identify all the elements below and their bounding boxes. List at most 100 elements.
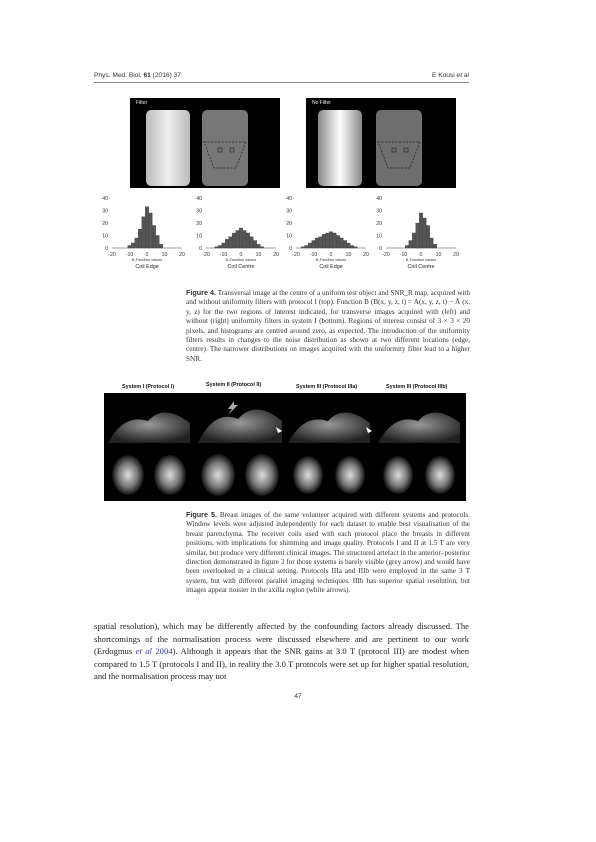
roi-outline: [203, 141, 247, 169]
histogram-bar: [225, 239, 229, 249]
histogram-bar: [336, 235, 340, 249]
panel-label-nofilter: No Filter: [312, 100, 331, 106]
histogram-bar: [214, 246, 219, 249]
histogram-bar: [131, 242, 135, 249]
citation-link[interactable]: et al 2004: [136, 646, 173, 656]
white-arrow-icon: [276, 427, 282, 433]
histogram-bar: [159, 244, 163, 249]
x-axis-label: B-Function values: [406, 258, 436, 262]
histogram-bar: [242, 230, 247, 249]
histogram-bar: [253, 240, 257, 249]
histogram-bar: [256, 244, 261, 249]
y-tick-label: 10: [376, 234, 382, 240]
x-tick-label: -10: [400, 252, 408, 258]
page-number: 47: [294, 693, 302, 700]
y-tick-label: 30: [286, 209, 292, 215]
histogram-bar: [308, 242, 312, 249]
grey-arrow-icon: [228, 401, 238, 415]
histogram-bar: [318, 236, 323, 249]
histogram-bar: [218, 245, 222, 249]
citation-year: 2004: [151, 646, 173, 657]
figure5-image-grid: [104, 393, 466, 501]
histogram-bar: [412, 232, 416, 249]
histogram-bar: [311, 240, 316, 249]
histogram-bar: [315, 237, 319, 249]
y-tick-label: 20: [376, 221, 382, 227]
x-tick-label: 20: [179, 252, 185, 258]
y-tick-label: 10: [286, 234, 292, 240]
panel-label-filter: Filter: [136, 100, 148, 106]
histogram-bar: [145, 206, 149, 249]
histogram-bar: [353, 246, 358, 249]
x-tick-label: 0: [330, 252, 333, 258]
y-tick-label: 40: [196, 196, 202, 202]
phantom-image-filter: [146, 110, 190, 186]
figure5-caption-text: Breast images of the same volunteer acqu…: [186, 511, 471, 567]
running-header-author: E Kousi et al: [432, 72, 469, 79]
histogram-bar: [260, 246, 264, 249]
histogram-bar: [426, 225, 430, 249]
x-tick-label: 20: [363, 252, 369, 258]
x-tick-label: -10: [126, 252, 134, 258]
y-tick-label: 30: [102, 209, 108, 215]
x-tick-label: 0: [420, 252, 423, 258]
snr-map-filter: [202, 110, 248, 186]
histogram-bar: [141, 216, 146, 249]
figure4-caption-text: Transversal image at the centre of a uni…: [186, 289, 470, 363]
histogram-title: Coil Edge: [135, 264, 158, 270]
x-tick-label: -20: [108, 252, 116, 258]
body-text-part1: spatial resolution), which may be differ…: [94, 621, 469, 657]
phantom-image-nofilter: [318, 110, 362, 186]
histogram-bar: [246, 232, 250, 249]
histogram-bar: [249, 236, 254, 249]
author-etal: et al: [456, 72, 469, 79]
y-tick-label: 10: [102, 234, 108, 240]
y-tick-label: 20: [286, 221, 292, 227]
figure-ref-link[interactable]: 3: [280, 558, 285, 567]
histogram-bar: [350, 245, 354, 249]
x-tick-label: -10: [310, 252, 318, 258]
citation-etal: et al: [135, 646, 152, 657]
y-tick-label: 0: [105, 246, 108, 252]
histogram-bar: [221, 242, 226, 249]
histogram-bar: [339, 237, 344, 249]
filter-images: [146, 110, 248, 186]
roi-box: [403, 147, 409, 153]
fig5-col-label-3: System III (Protocol IIIa): [296, 384, 358, 390]
breast-mri-images: [108, 401, 460, 496]
fig5-col-label-1: System I (Protocol I): [122, 384, 175, 390]
x-tick-label: 10: [162, 252, 168, 258]
histogram-bar: [408, 240, 413, 249]
y-tick-label: 30: [376, 209, 382, 215]
y-tick-label: 10: [196, 234, 202, 240]
figure4-panel-nofilter: No Filter: [306, 98, 456, 188]
histogram-bar: [228, 236, 233, 249]
histogram-bar: [419, 212, 423, 249]
roi-box: [391, 147, 397, 153]
figure4-panel-filter: Filter: [130, 98, 280, 188]
histogram-bar: [304, 245, 309, 249]
histogram-title: Coil Centre: [408, 264, 435, 270]
y-tick-label: 30: [196, 209, 202, 215]
nofilter-images: [318, 110, 422, 186]
author-name: E Kousi: [431, 72, 457, 79]
running-header-journal: Phys. Med. Biol. 61 (2016) 37: [94, 72, 181, 79]
figure4-histograms: 0 10 20 30 40 -20 -10 0 10 20B-Function valuesCoi…: [102, 196, 459, 270]
x-tick-label: -20: [202, 252, 210, 258]
y-tick-label: 20: [102, 221, 108, 227]
figure5-caption: Figure 5. Breast images of the same volu…: [186, 510, 470, 596]
histogram-bar: [134, 237, 139, 249]
histogram-bar: [422, 217, 427, 249]
y-tick-label: 40: [286, 196, 292, 202]
histogram-bar: [155, 235, 160, 249]
fig5-top-row: [108, 401, 460, 443]
y-tick-label: 40: [102, 196, 108, 202]
histogram-bar: [127, 245, 132, 249]
fig5-col-label-4: System III (Protocol IIIb): [386, 384, 448, 390]
histogram-bar: [301, 246, 305, 249]
figure5-caption-label: Figure 5.: [186, 510, 217, 519]
header-rule: [94, 82, 469, 83]
fig5-bottom-row: [112, 454, 455, 496]
histogram-bar: [429, 237, 434, 249]
x-axis-label: B-Function values: [132, 258, 162, 262]
